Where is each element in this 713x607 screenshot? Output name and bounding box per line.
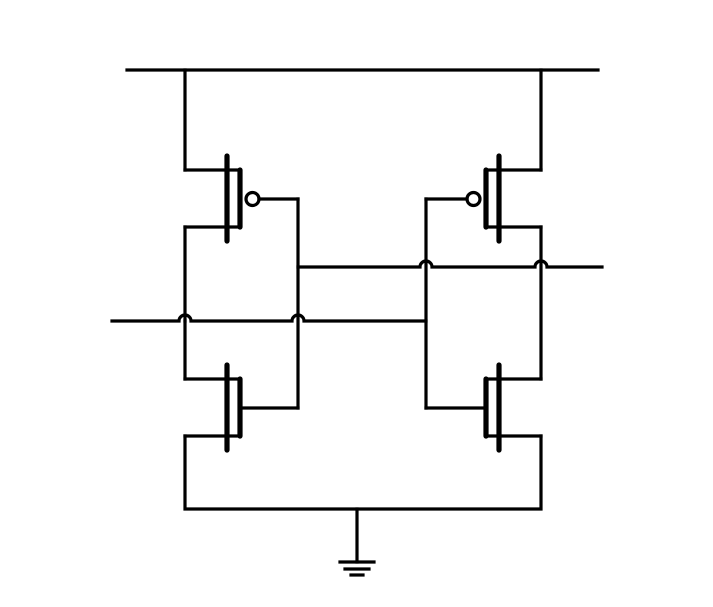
nmos-left-transistor [183, 362, 300, 453]
pmos-left-gate-bubble [244, 190, 261, 208]
pmos-right-transistor [424, 153, 543, 244]
pmos-left-transistor [183, 153, 300, 244]
ground-bus [183, 434, 543, 511]
lower-cross-wire [110, 313, 428, 323]
ground-icon [338, 560, 376, 577]
pmos-right-gate-bubble [465, 190, 482, 208]
upper-cross-wire [296, 259, 604, 269]
nmos-right-transistor [424, 362, 543, 453]
